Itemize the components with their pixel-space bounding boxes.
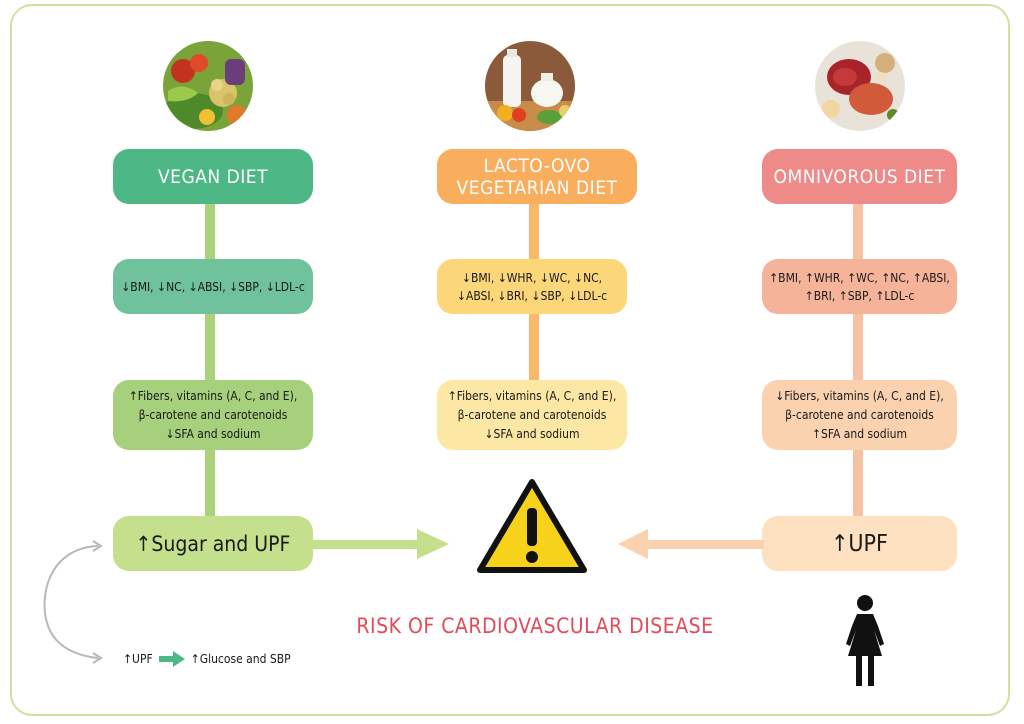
omnivorous-connector-line <box>853 200 863 525</box>
vegan-markers-box: ↓BMI, ↓NC, ↓ABSI, ↓SBP, ↓LDL-c <box>113 259 313 314</box>
lacto-ovo-nutrients-box: ↑Fibers, vitamins (A, C, and E), β-carot… <box>437 380 627 450</box>
omnivorous-risk-arrow <box>618 529 764 559</box>
vegan-markers-line: ↓BMI, ↓NC, ↓ABSI, ↓SBP, ↓LDL-c <box>121 279 305 294</box>
warning-icon <box>477 479 587 573</box>
curved-link-arrow <box>43 540 103 664</box>
diagram-frame <box>10 4 1010 716</box>
omnivorous-nutrients-box: ↓Fibers, vitamins (A, C, and E), β-carot… <box>762 380 957 450</box>
lacto-ovo-markers-box: ↓BMI, ↓WHR, ↓WC, ↓NC, ↓ABSI, ↓BRI, ↓SBP,… <box>437 259 627 314</box>
legend-left-text: ↑UPF <box>123 652 153 666</box>
vegan-outcome-text: ↑Sugar and UPF <box>135 531 291 556</box>
omnivorous-markers-box: ↑BMI, ↑WHR, ↑WC, ↑NC, ↑ABSI, ↑BRI, ↑SBP,… <box>762 259 957 314</box>
vegan-nutrients-box: ↑Fibers, vitamins (A, C, and E), β-carot… <box>113 380 313 450</box>
vegan-nutrients-line-3: ↓SFA and sodium <box>165 426 261 441</box>
risk-label: RISK OF CARDIOVASCULAR DISEASE <box>356 614 714 638</box>
omnivorous-diet-title: OMNIVOROUS DIET <box>762 149 957 204</box>
woman-icon <box>846 595 884 686</box>
vegan-connector-line <box>205 200 215 525</box>
vegan-risk-arrow <box>313 529 449 559</box>
legend: ↑UPF ↑Glucose and SBP <box>123 650 291 668</box>
vegan-nutrients-line-1: ↑Fibers, vitamins (A, C, and E), <box>128 388 298 403</box>
vegan-diet-title: VEGAN DIET <box>113 149 313 204</box>
vegan-nutrients-line-2: β-carotene and carotenoids <box>138 407 288 422</box>
green-arrow-icon <box>158 651 185 667</box>
dairy-photo-icon <box>485 41 575 131</box>
meat-photo-icon <box>815 41 905 131</box>
omnivorous-outcome-text: ↑UPF <box>831 530 888 557</box>
vegan-outcome-box: ↑Sugar and UPF <box>113 516 313 571</box>
lacto-ovo-diet-title: LACTO-OVO VEGETARIAN DIET <box>437 149 637 204</box>
vegetables-photo-icon <box>163 41 253 131</box>
omnivorous-outcome-box: ↑UPF <box>762 516 957 571</box>
legend-right-text: ↑Glucose and SBP <box>190 652 291 666</box>
